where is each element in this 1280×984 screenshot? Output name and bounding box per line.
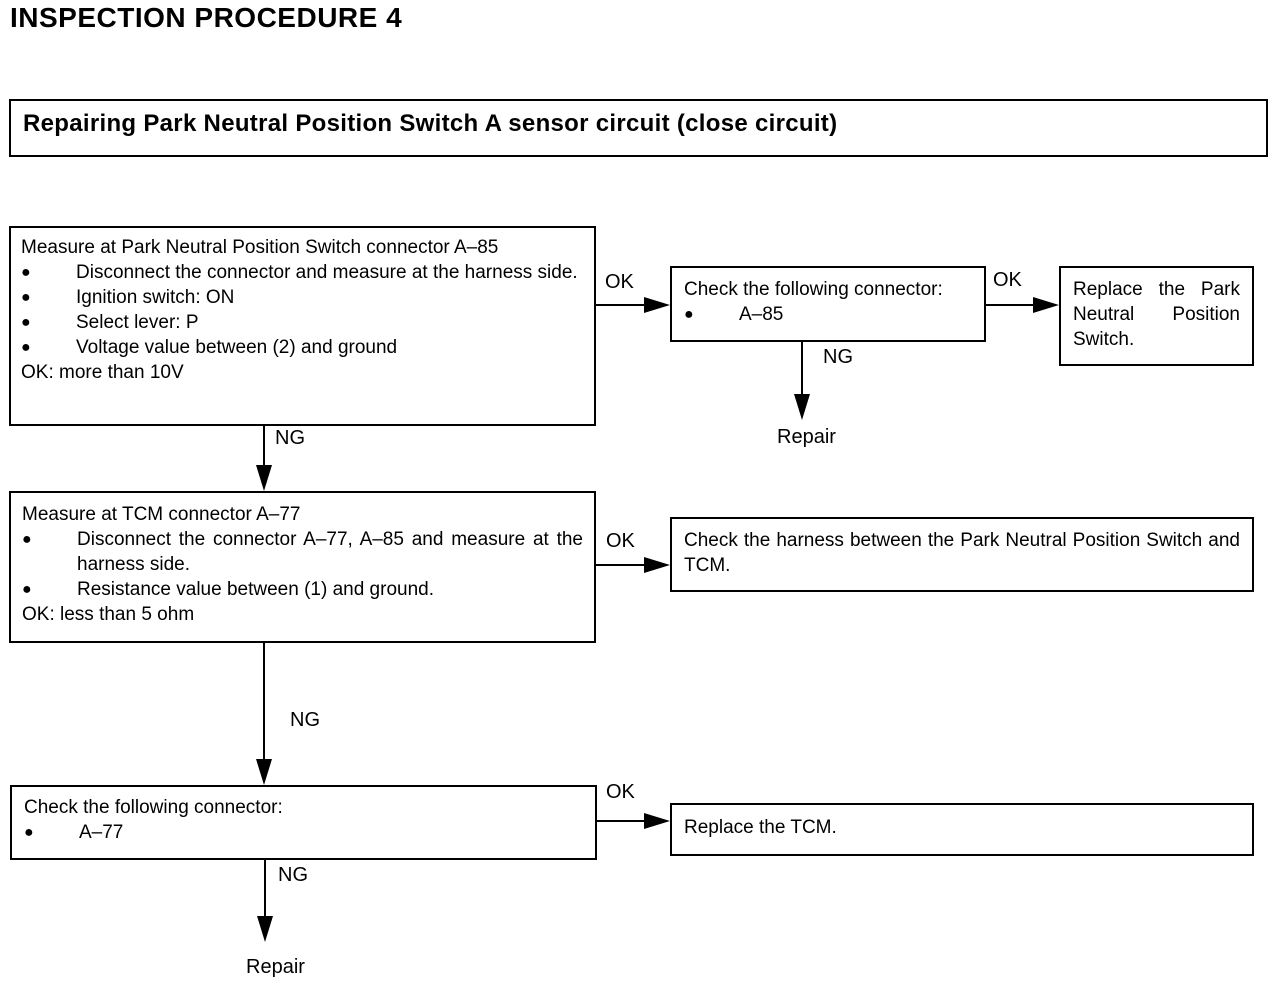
procedure-header: Repairing Park Neutral Position Switch A…: [9, 99, 1268, 157]
bullet-icon: ●: [21, 339, 31, 356]
repair-label: Repair: [777, 426, 836, 448]
ng-label: NG: [823, 346, 853, 368]
step-replace-tcm: Replace the TCM.: [670, 803, 1254, 856]
bullet-icon: ●: [22, 581, 32, 598]
arrow-head: [644, 557, 670, 573]
step-heading: Check the following connector:: [24, 797, 283, 818]
step-heading: Check the following connector:: [684, 279, 943, 300]
arrow-head: [256, 465, 272, 491]
bullet-icon: ●: [22, 531, 32, 548]
step-check-connector-a77: Check the following connector: ● A–77: [10, 785, 597, 860]
ng-label: NG: [275, 427, 305, 449]
step-item: Disconnect the connector and measure at …: [76, 262, 578, 283]
step-heading: Measure at Park Neutral Position Switch …: [21, 237, 499, 258]
step-item: Disconnect the connector A–77, A–85 and …: [77, 529, 583, 575]
bullet-icon: ●: [21, 314, 31, 331]
step-text: Replace the TCM.: [684, 817, 837, 838]
step-item: Voltage value between (2) and ground: [76, 337, 398, 358]
step-measure-pnp-switch: Measure at Park Neutral Position Switch …: [9, 226, 596, 426]
step-text: Replace the Park Neutral Position Switch…: [1073, 279, 1240, 350]
arrow-head: [644, 813, 670, 829]
ok-label: OK: [605, 271, 634, 293]
step-item: Ignition switch: ON: [76, 287, 235, 308]
step-item: Resistance value between (1) and ground.: [77, 579, 435, 600]
step-check-harness: Check the harness between the Park Neutr…: [670, 517, 1254, 592]
bullet-icon: ●: [24, 824, 34, 841]
ok-label: OK: [606, 530, 635, 552]
arrow-head: [256, 759, 272, 785]
arrow-head: [794, 394, 810, 420]
bullet-icon: ●: [684, 306, 694, 323]
bullet-icon: ●: [21, 264, 31, 281]
arrow-head: [644, 297, 670, 313]
ok-criteria: OK: more than 10V: [21, 362, 184, 383]
step-replace-pnp-switch: Replace the Park Neutral Position Switch…: [1059, 266, 1254, 366]
step-check-connector-a85: Check the following connector: ● A–85: [670, 266, 986, 342]
step-measure-tcm-connector: Measure at TCM connector A–77 ● Disconne…: [9, 491, 596, 643]
page-title: INSPECTION PROCEDURE 4: [10, 2, 403, 33]
step-heading: Measure at TCM connector A–77: [22, 504, 301, 525]
ng-label: NG: [290, 709, 320, 731]
ok-label: OK: [993, 269, 1022, 291]
arrow-head: [257, 916, 273, 942]
ok-label: OK: [606, 781, 635, 803]
ng-label: NG: [278, 864, 308, 886]
bullet-icon: ●: [21, 289, 31, 306]
step-text: Check the harness between the Park Neutr…: [684, 530, 1240, 576]
step-item: A–85: [739, 304, 784, 325]
arrow-head: [1033, 297, 1059, 313]
step-item: Select lever: P: [76, 312, 199, 333]
procedure-header-text: Repairing Park Neutral Position Switch A…: [23, 110, 838, 137]
step-item: A–77: [79, 822, 124, 843]
ok-criteria: OK: less than 5 ohm: [22, 604, 195, 625]
repair-label: Repair: [246, 956, 305, 978]
